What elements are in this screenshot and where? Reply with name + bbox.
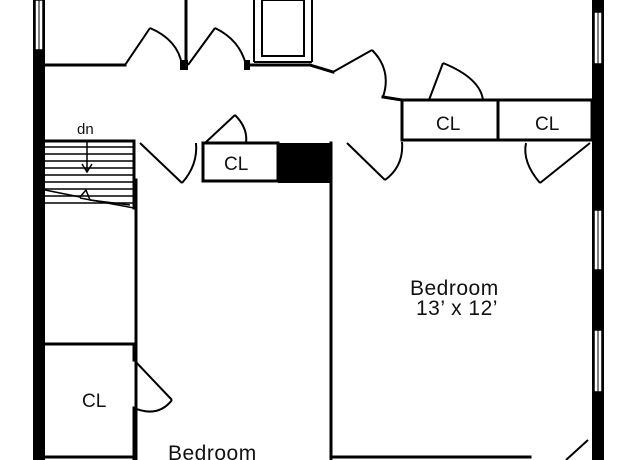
staircase bbox=[44, 140, 135, 209]
chimney-block bbox=[278, 143, 331, 183]
door-bedroom-left bbox=[139, 142, 198, 184]
closet-label-right-2: CL bbox=[535, 114, 559, 135]
door-closet-middle bbox=[204, 114, 248, 144]
wall-stubs bbox=[180, 60, 250, 70]
room-name-bedroom-1: Bedroom bbox=[410, 277, 499, 300]
door-bedroom-right bbox=[346, 141, 404, 181]
door-top-left-a bbox=[124, 27, 183, 66]
doors bbox=[124, 27, 591, 460]
closet-label-right-1: CL bbox=[436, 114, 460, 135]
door-top-left-b bbox=[187, 27, 247, 66]
interior-walls bbox=[43, 0, 594, 460]
closet-label-middle: CL bbox=[224, 154, 248, 175]
door-top-right bbox=[332, 49, 387, 98]
top-linen-closet bbox=[253, 0, 313, 63]
room-name-bedroom-2: Bedroom bbox=[168, 442, 257, 460]
stair-break-line bbox=[44, 188, 131, 206]
window-mullions bbox=[38, 0, 599, 392]
door-bottom-right bbox=[565, 439, 589, 460]
left-exterior-wall bbox=[33, 0, 45, 460]
door-closet-lower-left bbox=[133, 359, 173, 413]
door-closet-right-top bbox=[428, 62, 484, 101]
stairs-direction-label: dn bbox=[77, 121, 94, 138]
closet-label-lower-left: CL bbox=[82, 391, 106, 412]
door-closet-right-lower bbox=[524, 142, 591, 184]
room-dimensions-bedroom-1: 13’ x 12’ bbox=[416, 297, 498, 320]
